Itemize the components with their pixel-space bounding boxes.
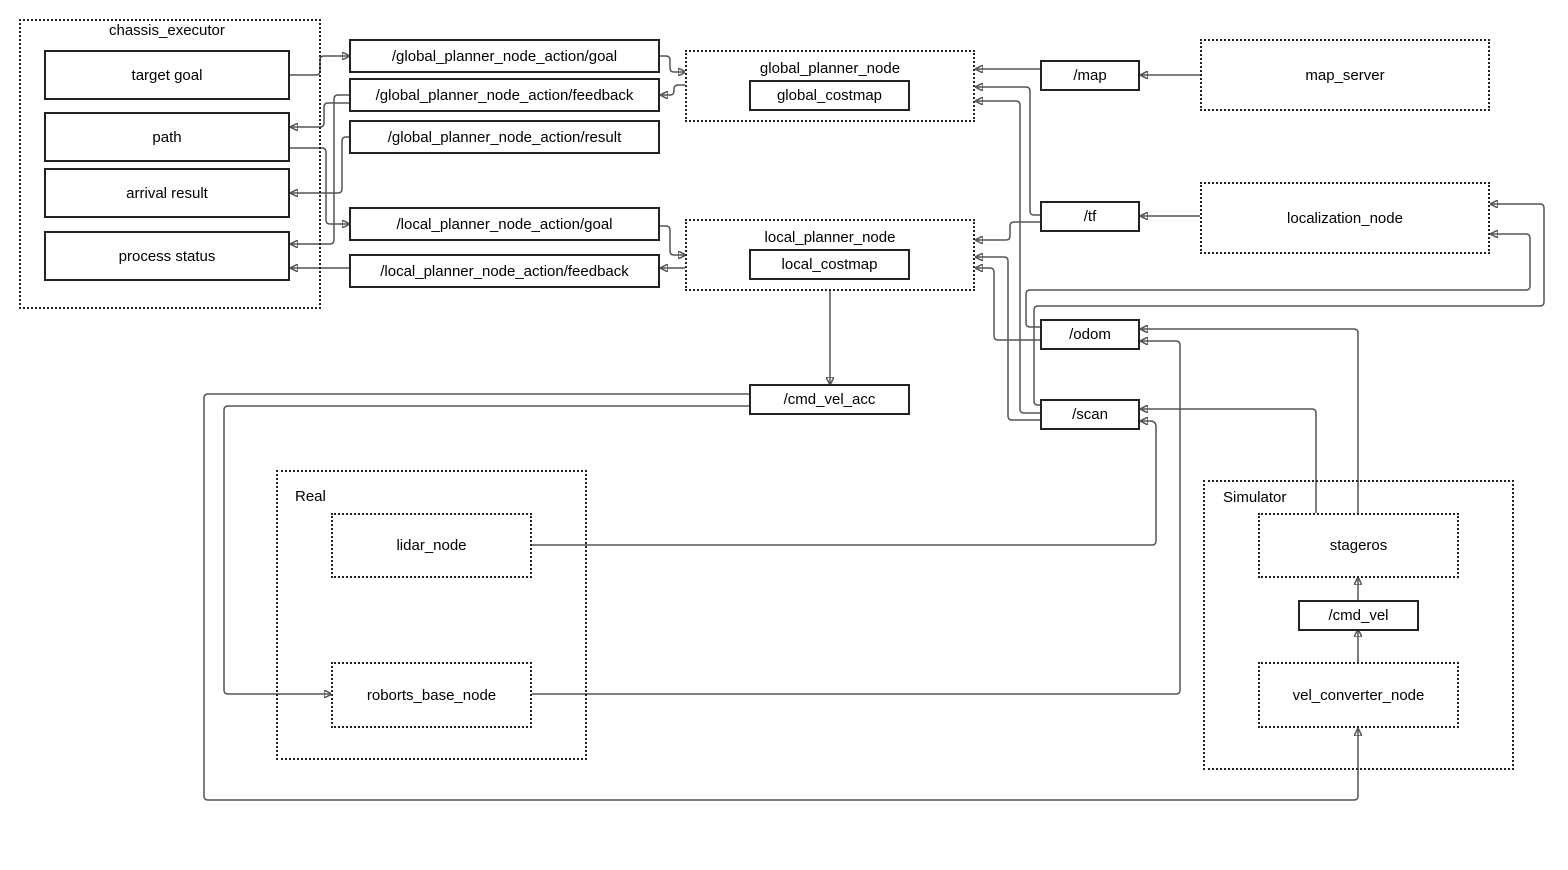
local-planner-node-label: local_planner_node <box>764 229 896 246</box>
tf-label: /tf <box>1083 208 1097 225</box>
stageros-label: stageros <box>1329 537 1388 554</box>
cmd-vel-acc-topic: /cmd_vel_acc <box>749 384 910 415</box>
chassis-executor-group <box>19 19 321 309</box>
local-goal-label: /local_planner_node_action/goal <box>396 215 613 233</box>
global-planner-node-label: global_planner_node <box>759 60 901 77</box>
simulator-group-label: Simulator <box>1223 489 1287 506</box>
global-feedback-topic: /global_planner_node_action/feedback <box>349 78 660 112</box>
edge-lidar-to-scan <box>532 421 1157 546</box>
real-group-label: Real <box>295 488 326 505</box>
process-status-label: process status <box>118 247 216 265</box>
path-label: path <box>152 128 182 146</box>
edge-global-planner-to-global-feedback <box>661 84 685 95</box>
lidar-node: lidar_node <box>331 513 532 578</box>
local-costmap-box: local_costmap <box>749 249 910 280</box>
cmd-vel-topic: /cmd_vel <box>1298 600 1419 631</box>
local-costmap-label: local_costmap <box>781 256 878 273</box>
global-costmap-label: global_costmap <box>776 87 883 104</box>
local-feedback-topic: /local_planner_node_action/feedback <box>349 254 660 288</box>
odom-topic: /odom <box>1040 319 1140 350</box>
global-result-topic: /global_planner_node_action/result <box>349 120 660 154</box>
local-goal-topic: /local_planner_node_action/goal <box>349 207 660 241</box>
map-topic: /map <box>1040 60 1140 91</box>
global-result-label: /global_planner_node_action/result <box>387 128 622 146</box>
stageros-node: stageros <box>1258 513 1459 578</box>
lidar-node-label: lidar_node <box>396 537 467 554</box>
edge-local-goal-to-local-planner <box>660 225 685 255</box>
edge-global-goal-to-global-planner <box>660 55 685 72</box>
edge-tf-to-global-planner <box>976 87 1040 216</box>
roborts-base-node-label: roborts_base_node <box>366 686 497 704</box>
global-costmap-box: global_costmap <box>749 80 910 111</box>
cmd-vel-acc-label: /cmd_vel_acc <box>783 391 876 408</box>
target-goal-label: target goal <box>131 66 203 84</box>
odom-label: /odom <box>1069 326 1111 343</box>
scan-label: /scan <box>1072 406 1108 423</box>
local-feedback-label: /local_planner_node_action/feedback <box>380 262 629 280</box>
edge-tf-to-local-planner <box>976 221 1040 240</box>
global-feedback-label: /global_planner_node_action/feedback <box>375 86 634 104</box>
path-box: path <box>44 112 290 162</box>
vel-converter-label: vel_converter_node <box>1292 686 1425 704</box>
edge-odom-to-local-planner <box>976 268 1040 341</box>
scan-topic: /scan <box>1040 399 1140 430</box>
target-goal-box: target goal <box>44 50 290 100</box>
simulator-group <box>1203 480 1514 770</box>
real-group <box>276 470 587 760</box>
tf-topic: /tf <box>1040 201 1140 232</box>
global-goal-topic: /global_planner_node_action/goal <box>349 39 660 73</box>
vel-converter-node: vel_converter_node <box>1258 662 1459 728</box>
edge-scan-to-local-planner <box>976 257 1040 421</box>
roborts-base-node: roborts_base_node <box>331 662 532 728</box>
process-status-box: process status <box>44 231 290 281</box>
map-server-node: map_server <box>1200 39 1490 111</box>
cmd-vel-label: /cmd_vel <box>1328 607 1389 624</box>
chassis-executor-label: chassis_executor <box>109 22 225 39</box>
localization-node-label: localization_node <box>1287 209 1403 227</box>
localization-node: localization_node <box>1200 182 1490 254</box>
arrival-result-box: arrival result <box>44 168 290 218</box>
edge-scan-to-global-planner <box>976 101 1040 414</box>
map-label: /map <box>1073 67 1107 84</box>
global-goal-label: /global_planner_node_action/goal <box>391 47 618 65</box>
arrival-result-label: arrival result <box>126 184 208 202</box>
map-server-label: map_server <box>1305 66 1385 84</box>
